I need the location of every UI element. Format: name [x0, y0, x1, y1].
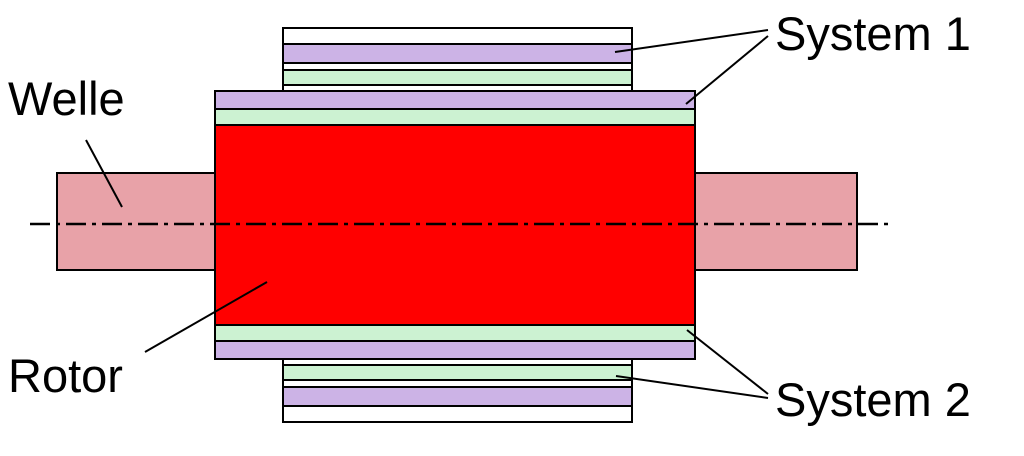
welle-label: Welle [8, 72, 125, 125]
system1-outer-spacer-band [282, 62, 633, 71]
shaft-right-segment [694, 172, 858, 271]
welle-leader-line [85, 139, 123, 208]
system1-leader-line-outer [614, 29, 769, 53]
system1-outer-green-band [282, 69, 633, 86]
system2-outer-green-band [282, 364, 633, 381]
system1-outer-purple-band [282, 43, 633, 64]
system2-wide-green-strip [214, 324, 696, 342]
system2-label: System 2 [775, 373, 971, 426]
system1-label: System 1 [775, 7, 971, 60]
rotor-leader-line [144, 281, 268, 353]
system2-outer-spacer-band [282, 379, 633, 388]
system2-leader-line-inner [686, 329, 769, 395]
system1-leader-line-inner [685, 35, 769, 105]
system2-wide-purple-strip [214, 340, 696, 360]
system1-outer-white-band [282, 27, 633, 45]
shaft-left-segment [56, 172, 216, 271]
system1-wide-green-strip [214, 108, 696, 126]
system2-leader-line-outer [615, 375, 769, 399]
system1-wide-purple-strip [214, 90, 696, 110]
system2-outer-white-band [282, 405, 633, 423]
rotor-label: Rotor [8, 349, 123, 402]
system2-outer-purple-band [282, 386, 633, 407]
